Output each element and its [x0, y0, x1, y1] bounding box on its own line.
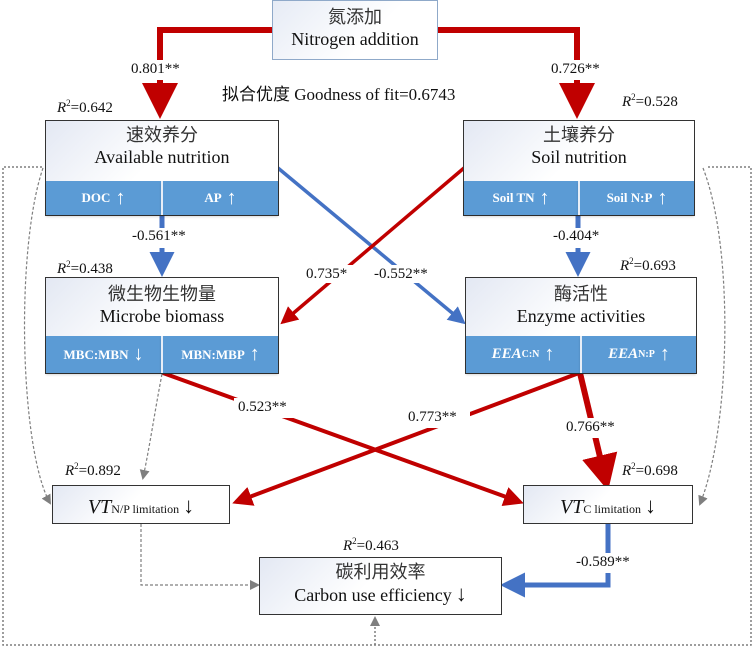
arrow-available-to-enzyme	[276, 166, 466, 325]
node-available-zh: 速效养分	[126, 125, 198, 145]
down-arrow-icon: ↓	[183, 493, 195, 518]
coef-available-microbe: -0.561**	[132, 228, 186, 244]
coef-soil-enzyme: -0.404*	[553, 228, 600, 244]
node-available-en: Available nutrition	[94, 147, 230, 167]
down-arrow-icon: ↓	[455, 581, 467, 606]
r2-enzyme: R2=0.693	[620, 256, 676, 274]
coef-enzyme-vtc: 0.766**	[566, 419, 615, 435]
r2-vtc: R2=0.698	[622, 461, 678, 479]
node-enzyme-en: Enzyme activities	[516, 306, 646, 326]
node-soil-nutrition: 土壤养分 Soil nutrition Soil TN↑ Soil N:P↑	[463, 120, 695, 216]
r2-soil: R2=0.528	[622, 92, 678, 110]
coef-vtc-cue: -0.589**	[576, 554, 630, 570]
dotted-curve-soil-to-vtc	[698, 167, 726, 506]
node-microbe-en: Microbe biomass	[99, 306, 225, 326]
node-cue-en: Carbon use efficiency↓	[294, 581, 467, 606]
dotted-outer-frame-left	[2, 166, 375, 646]
up-arrow-icon: ↑	[115, 186, 126, 209]
up-arrow-icon: ↑	[659, 343, 670, 365]
node-vt-np-limitation: VTN/P limitation↓	[52, 485, 230, 524]
node-microbe-biomass: 微生物生物量 Microbe biomass MBC:MBN↓ MBN:MBP↑	[45, 277, 279, 374]
r2-available: R2=0.642	[57, 98, 113, 116]
up-arrow-icon: ↑	[249, 343, 260, 365]
indicator-ap: AP↑	[161, 181, 278, 215]
up-arrow-icon: ↑	[544, 343, 555, 365]
coef-soil-microbe: 0.735*	[306, 266, 348, 282]
node-carbon-use-efficiency: 碳利用效率 Carbon use efficiency↓	[259, 557, 502, 615]
dotted-elbow-vtnp-to-cue	[140, 524, 260, 590]
node-vt-c-limitation: VTC limitation↓	[523, 485, 693, 524]
down-arrow-icon: ↓	[645, 493, 656, 518]
node-soil-en: Soil nutrition	[531, 147, 627, 167]
indicator-doc: DOC↑	[46, 181, 161, 215]
node-microbe-zh: 微生物生物量	[108, 284, 216, 304]
goodness-of-fit: 拟合优度 Goodness of fit=0.6743	[222, 85, 456, 104]
arrow-nitrogen-to-available	[142, 27, 272, 119]
indicator-soil-np: Soil N:P↑	[578, 181, 694, 215]
r2-vtnp: R2=0.892	[65, 461, 121, 479]
node-nitrogen-addition: 氮添加 Nitrogen addition	[272, 0, 438, 60]
up-arrow-icon: ↑	[657, 186, 668, 209]
node-soil-zh: 土壤养分	[543, 125, 615, 145]
dotted-curve-microbe-to-vtnp	[139, 373, 163, 480]
indicator-mbc-mbn: MBC:MBN↓	[46, 336, 161, 373]
arrow-enzyme-to-vtnp	[232, 371, 580, 506]
coef-nitrogen-soil: 0.726**	[551, 61, 600, 77]
arrow-vtc-to-cue	[500, 524, 611, 598]
coef-enzyme-vtnp: 0.773**	[408, 409, 457, 425]
down-arrow-icon: ↓	[133, 343, 144, 365]
r2-cue: R2=0.463	[343, 536, 399, 554]
coef-nitrogen-available: 0.801**	[131, 61, 180, 77]
dotted-outer-frame-right	[375, 166, 752, 646]
node-enzyme-zh: 酶活性	[554, 284, 608, 304]
arrow-microbe-to-vtc	[162, 371, 524, 506]
arrow-soil-to-microbe	[280, 166, 466, 325]
node-cue-zh: 碳利用效率	[335, 562, 426, 582]
node-nitrogen-zh: 氮添加	[328, 7, 382, 27]
indicator-mbn-mbp: MBN:MBP↑	[161, 336, 278, 373]
up-arrow-icon: ↑	[226, 186, 237, 209]
node-available-nutrition: 速效养分 Available nutrition DOC↑ AP↑	[45, 120, 279, 216]
indicator-soil-tn: Soil TN↑	[464, 181, 578, 215]
node-nitrogen-en: Nitrogen addition	[291, 29, 419, 49]
coef-microbe-vtc: 0.523**	[238, 399, 287, 415]
coef-available-enzyme: -0.552**	[374, 266, 428, 282]
r2-microbe: R2=0.438	[57, 259, 113, 277]
arrow-nitrogen-to-soil	[438, 27, 595, 119]
up-arrow-icon: ↑	[539, 186, 550, 209]
